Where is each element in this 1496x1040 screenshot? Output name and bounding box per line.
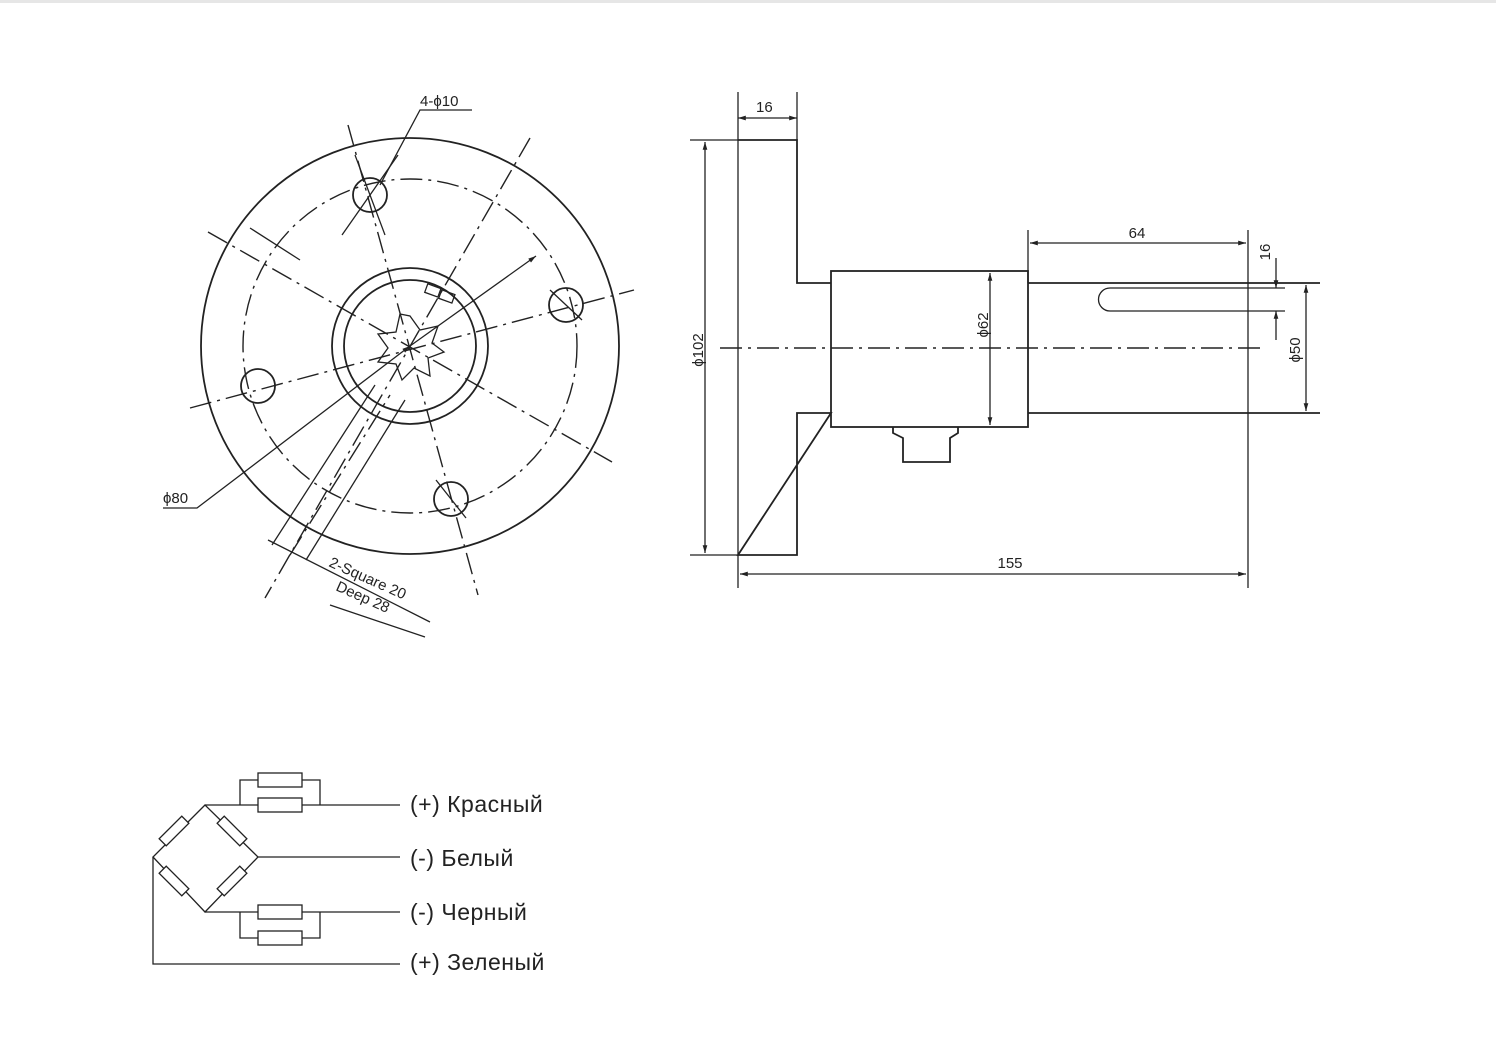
shaft-outline xyxy=(1028,282,1320,414)
bolt-circle xyxy=(242,178,578,514)
bolt-circle-leader xyxy=(163,345,411,509)
shaft-diameter-dim: ϕ50 xyxy=(1287,337,1304,362)
front-view: 4-ϕ10 ϕ80 2-Square 20 Deep 28 xyxy=(163,93,635,638)
side-view: 16 ϕ102 ϕ62 64 16 ϕ50 155 xyxy=(690,92,1320,588)
key-mark xyxy=(437,289,456,304)
key-slot xyxy=(1097,287,1285,312)
wire-label-black: (-) Черный xyxy=(410,899,527,925)
bridge-wiring-diagram: (+) Красный (-) Белый (-) Черный (+) Зел… xyxy=(152,772,545,975)
bolt-hole xyxy=(352,177,388,213)
flange-thickness-dim: 16 xyxy=(756,99,773,116)
bolt-circle-label: ϕ80 xyxy=(163,490,188,507)
resistor xyxy=(257,930,303,946)
resistor xyxy=(257,772,303,788)
holes-label: 4-ϕ10 xyxy=(420,93,458,110)
body-diameter-dim: ϕ62 xyxy=(975,312,992,337)
holes-leader xyxy=(379,109,472,186)
wire-label-green: (+) Зеленый xyxy=(410,949,545,975)
center-lines xyxy=(189,124,635,599)
bolt-holes xyxy=(240,177,584,517)
bridge-resistors xyxy=(158,815,248,897)
wire-label-white: (-) Белый xyxy=(410,845,514,871)
hub-inner-circle xyxy=(343,279,477,413)
wire-label-red: (+) Красный xyxy=(410,791,543,817)
key-width-dim: 16 xyxy=(1257,244,1274,261)
resistor xyxy=(257,797,303,813)
bolt-hole xyxy=(433,481,469,517)
spline-star xyxy=(376,313,446,382)
resistor xyxy=(257,904,303,920)
hub-outer-circle xyxy=(331,267,489,425)
flange-diameter-dim: ϕ102 xyxy=(690,333,707,366)
outer-flange-circle xyxy=(200,137,620,555)
key-mark xyxy=(423,283,442,298)
flange-outline xyxy=(736,139,833,556)
shaft-length-dim: 64 xyxy=(1129,225,1146,242)
square-dimension xyxy=(267,384,431,638)
connector xyxy=(892,427,959,463)
bolt-hole xyxy=(548,287,584,323)
total-length-dim: 155 xyxy=(997,555,1022,572)
bolt-hole xyxy=(240,368,276,404)
bridge xyxy=(152,804,259,913)
body-outline xyxy=(830,270,1029,428)
top-border xyxy=(0,0,1496,3)
